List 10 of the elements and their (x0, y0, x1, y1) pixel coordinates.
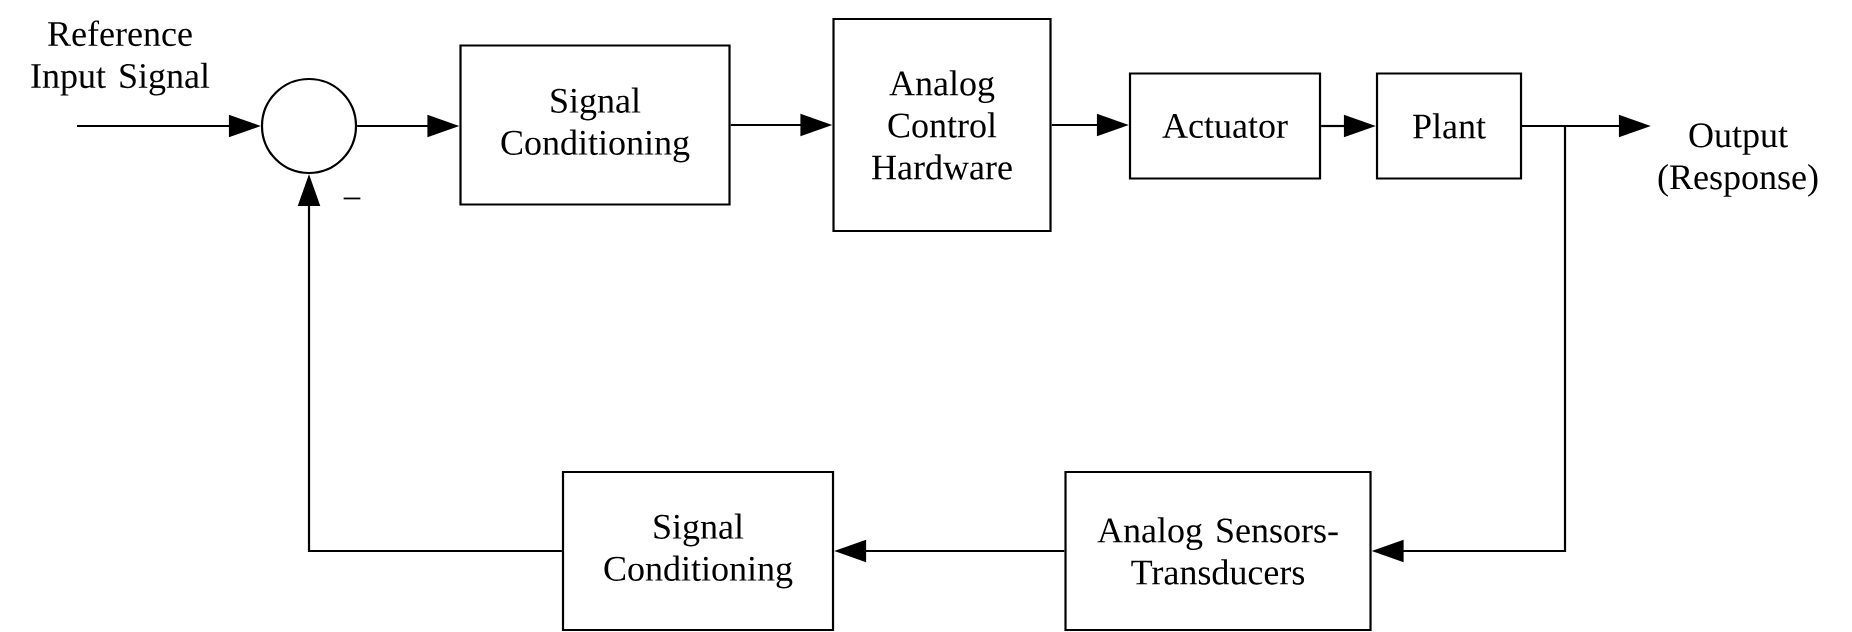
minus-sign: − (343, 197, 361, 200)
process-box: Signal Conditioning (561, 470, 835, 632)
process-box: Signal Conditioning (459, 44, 731, 206)
process-box: Analog Sensors- Transducers (1064, 470, 1372, 632)
summing-junction (260, 77, 358, 175)
output-label: Output (Response) (1658, 123, 1818, 197)
process-box: Plant (1375, 72, 1523, 180)
edge-label: Reference Input Signal (31, 20, 210, 96)
process-box: Analog Control Hardware (832, 17, 1052, 233)
process-box: Actuator (1128, 72, 1322, 180)
